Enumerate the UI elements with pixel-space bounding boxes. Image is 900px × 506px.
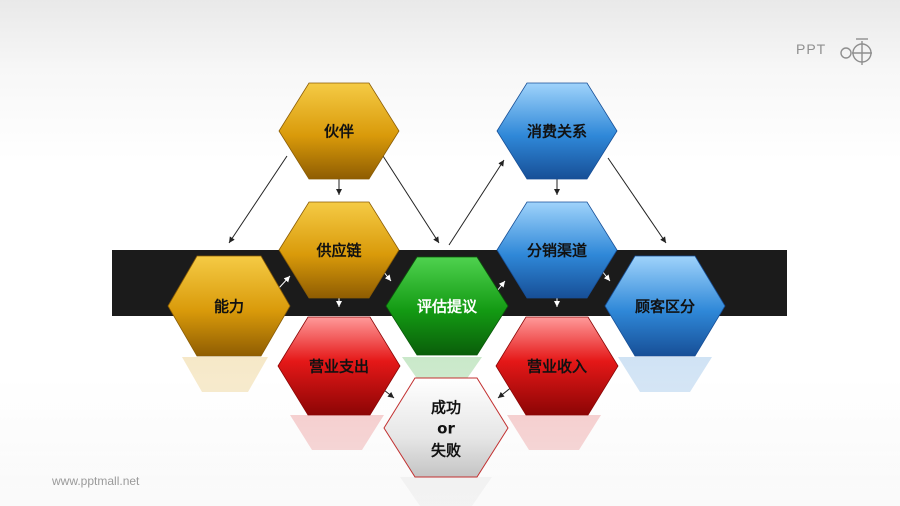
node-consumer-relation: 消费关系 <box>496 82 618 180</box>
brand-logo: PPT <box>794 36 874 66</box>
node-supply-chain: 供应链 <box>278 201 400 299</box>
node-evaluate-proposal-label: 评估提议 <box>417 298 478 316</box>
node-partner-label: 伙伴 <box>324 123 354 141</box>
node-operating-income: 营业收入 <box>495 316 619 416</box>
arrow-evaluate-to-consumer <box>448 159 505 246</box>
arrow-consumer-to-segment <box>607 157 667 244</box>
node-operating-expense: 营业支出 <box>277 316 401 416</box>
node-outcome-line1: 成功 <box>431 399 461 417</box>
node-supply-chain-label: 供应链 <box>315 242 362 260</box>
node-distribution-channel: 分销渠道 <box>496 201 618 299</box>
node-distribution-channel-label: 分销渠道 <box>527 242 587 260</box>
arrow-partner-to-capability <box>228 155 288 244</box>
node-customer-segment: 顾客区分 <box>604 255 726 357</box>
node-outcome-line2: or <box>437 420 455 438</box>
website-url: www.pptmall.net <box>52 474 140 488</box>
node-evaluate-proposal: 评估提议 <box>385 256 509 356</box>
arrow-capability-to-supply-chain <box>277 275 291 290</box>
node-operating-income-label: 营业收入 <box>527 358 587 376</box>
brand-logo-icon <box>840 38 872 65</box>
node-partner: 伙伴 <box>278 82 400 180</box>
node-operating-expense-label: 营业支出 <box>309 358 369 376</box>
brand-logo-text: PPT <box>796 41 827 57</box>
node-consumer-relation-label: 消费关系 <box>527 123 587 141</box>
arrow-partner-to-evaluate <box>382 155 440 244</box>
node-customer-segment-label: 顾客区分 <box>635 298 695 316</box>
node-outcome: 成功 or 失败 <box>383 377 509 478</box>
node-capability-label: 能力 <box>214 298 244 316</box>
node-outcome-line3: 失败 <box>431 442 461 460</box>
node-capability: 能力 <box>167 255 291 357</box>
